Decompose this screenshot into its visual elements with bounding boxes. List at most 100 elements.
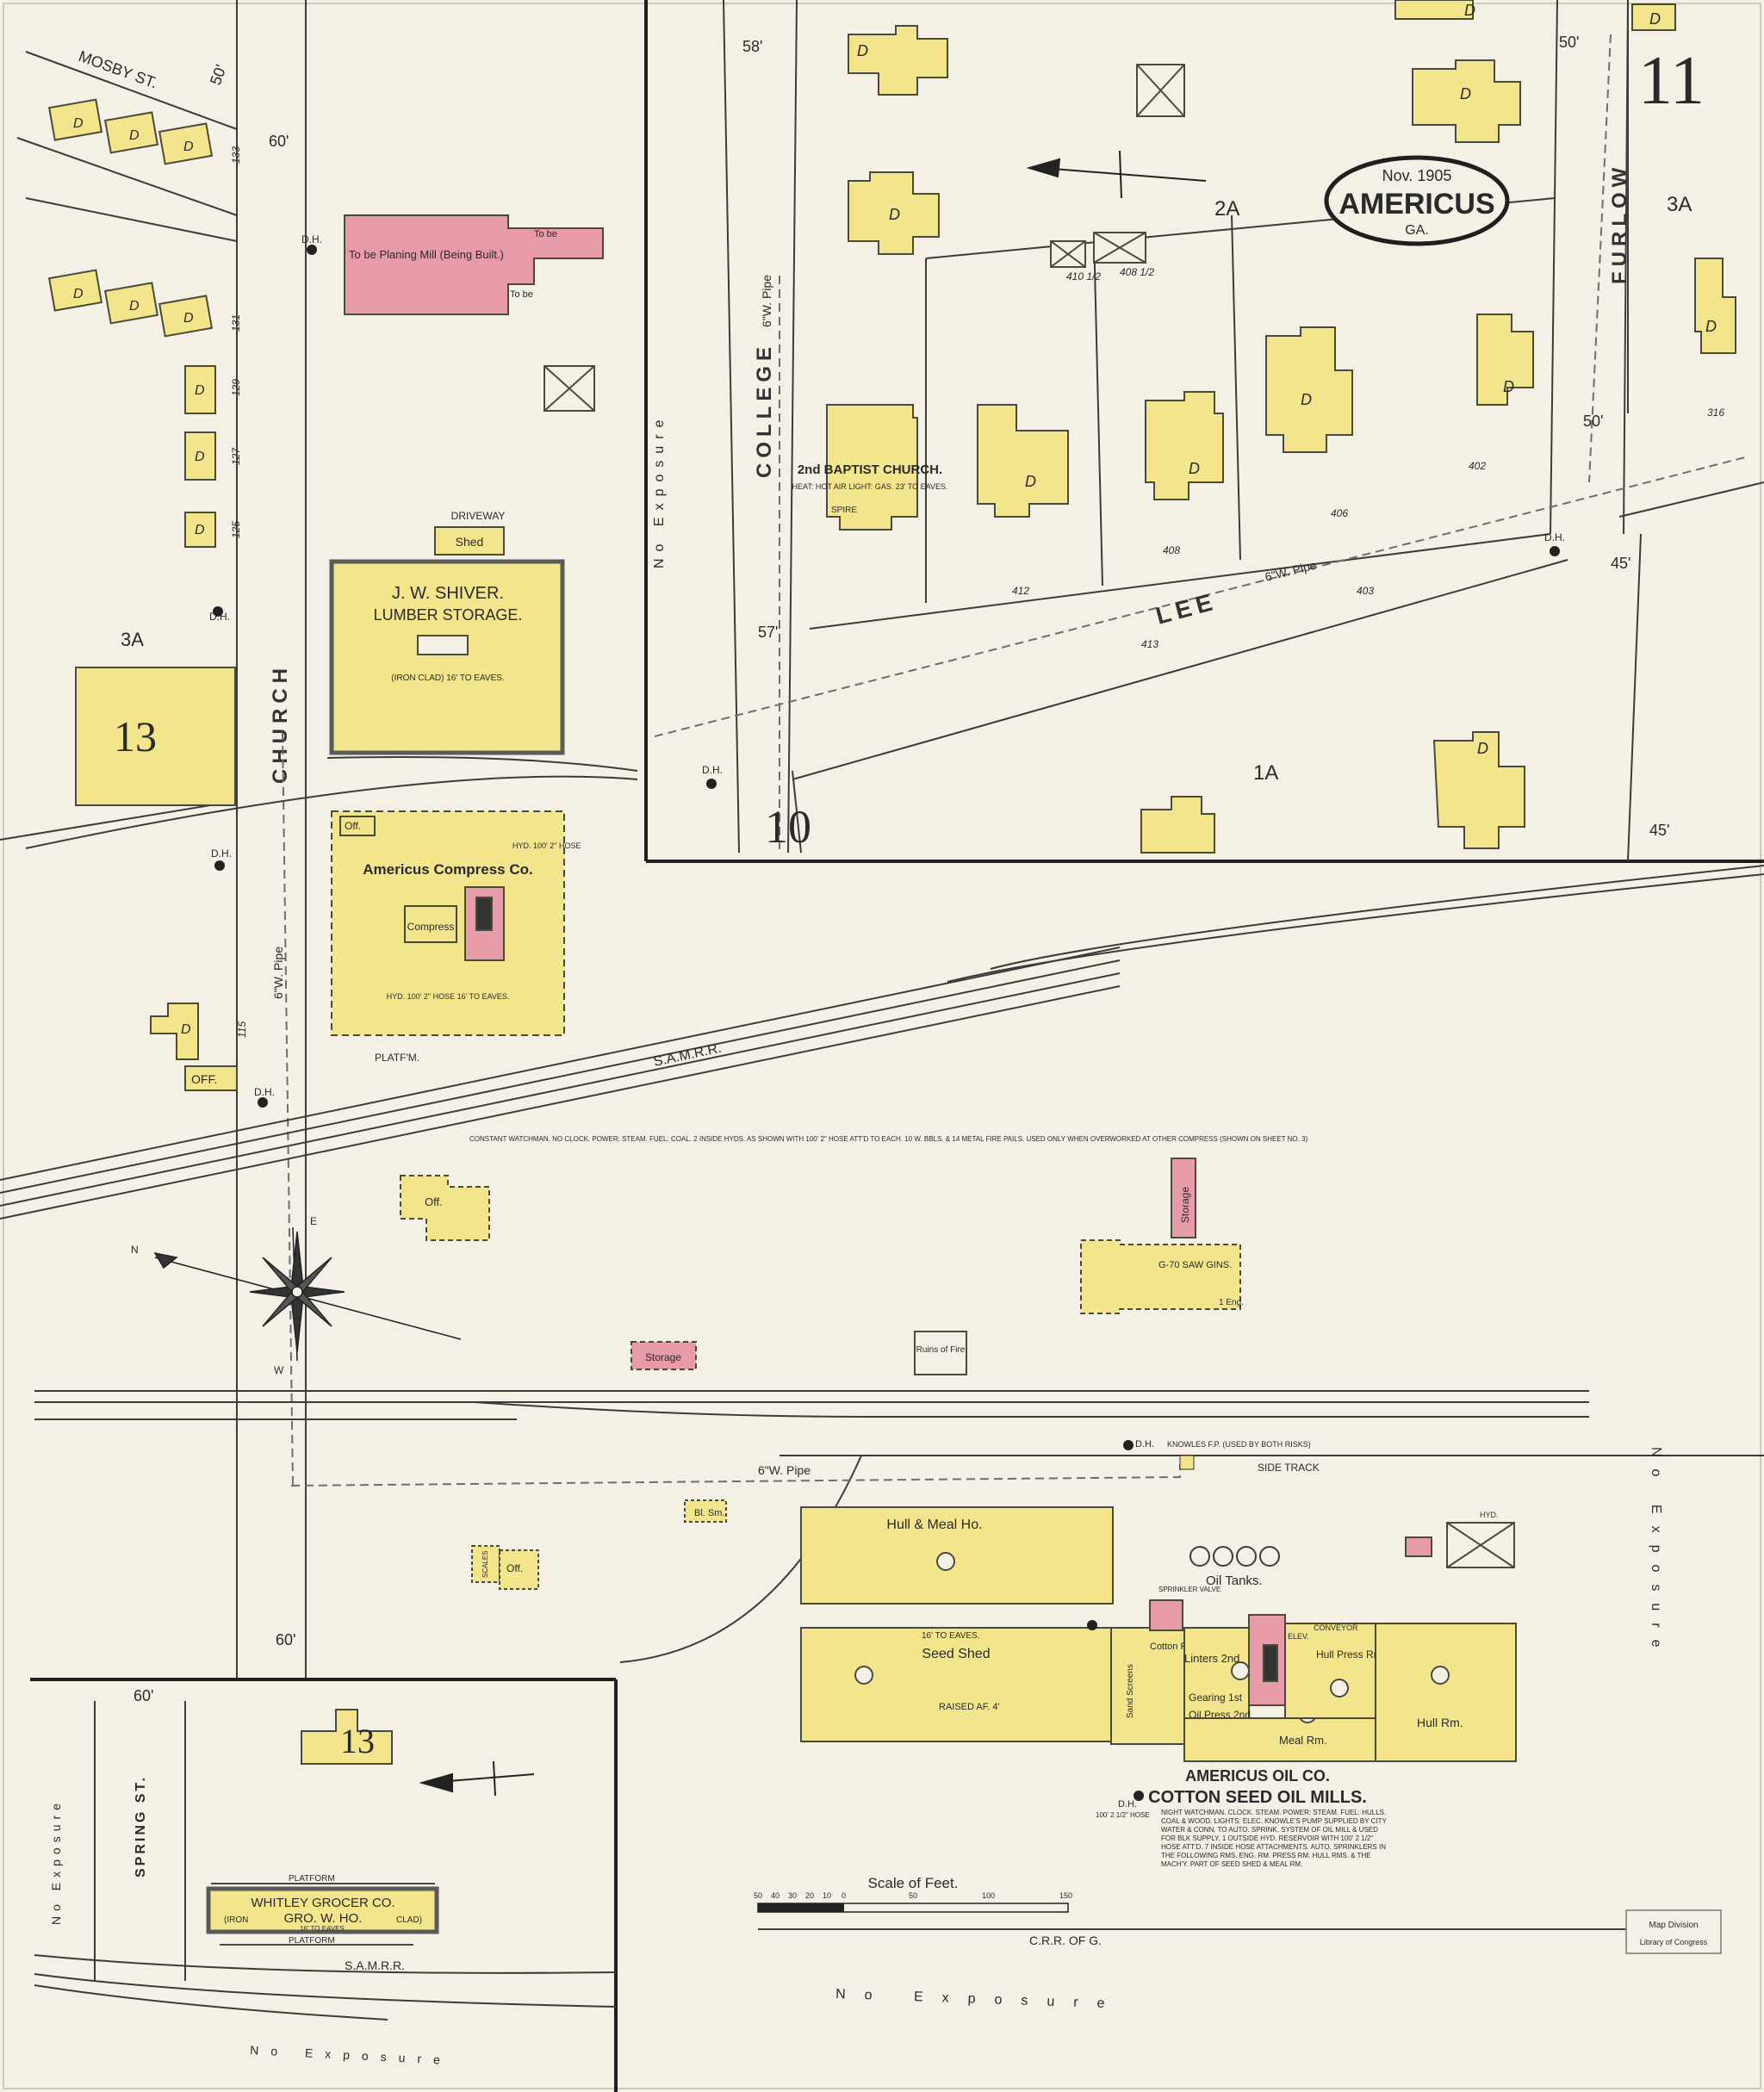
svg-text:406: 406 — [1331, 507, 1348, 519]
gin-house: Storage G-70 SAW GINS. 1 Eng. — [1080, 1158, 1244, 1314]
d-1a: D — [1477, 740, 1488, 757]
lee-width-e: 45' — [1611, 555, 1630, 572]
svg-text:100: 100 — [982, 1891, 995, 1900]
furlow-water-pipe — [1588, 34, 1612, 483]
americus-compress: Off. Americus Compress Co. Compress HYD.… — [331, 810, 581, 1064]
svg-text:D.H.: D.H. — [1135, 1439, 1154, 1450]
compass-e: E — [310, 1215, 317, 1227]
compass-n: N — [131, 1244, 139, 1256]
title-cartouche: Nov. 1905 AMERICUS GA. — [1324, 155, 1510, 246]
svg-text:D.H.: D.H. — [211, 847, 232, 860]
lumber-storage: Shed DRIVEWAY J. W. SHIVER. LUMBER STORA… — [329, 510, 565, 755]
off-n: Off. — [506, 1562, 523, 1574]
storage-d: Storage — [1179, 1187, 1191, 1223]
compress-inner: Compress — [407, 921, 455, 933]
compress-note: CONSTANT WATCHMAN. NO CLOCK. POWER: STEA… — [469, 1135, 1308, 1143]
oil-mill-note: NIGHT WATCHMAN. CLOCK. STEAM. POWER: STE… — [1161, 1809, 1387, 1868]
furlow-width-n: 50' — [1559, 34, 1579, 51]
whitley-eaves: 16' TO EAVES. — [300, 1925, 346, 1933]
svg-text:HYD.: HYD. — [1480, 1511, 1499, 1519]
title-date: Nov. 1905 — [1382, 167, 1452, 184]
d-ne: D — [1460, 85, 1471, 102]
furlow-width-s: 50' — [1583, 413, 1603, 430]
off-c: Off. — [425, 1195, 443, 1208]
ref-2a: 2A — [1214, 197, 1239, 220]
svg-text:408 1/2: 408 1/2 — [1120, 266, 1154, 278]
ruins: Ruins of Fire — [916, 1345, 966, 1355]
college-pipe-label: 6"W. Pipe — [760, 275, 773, 327]
dwelling-115 — [150, 1003, 199, 1060]
dwelling-316 — [1694, 258, 1736, 354]
svg-text:D.H.: D.H. — [1544, 531, 1565, 543]
ref-13-left: 13 — [114, 712, 157, 760]
side-track-label: SIDE TRACK — [1258, 1462, 1320, 1474]
spring-width: 60' — [134, 1687, 153, 1704]
svg-text:10: 10 — [823, 1891, 831, 1900]
spring-street — [94, 1701, 186, 1981]
svg-text:20: 20 — [805, 1891, 814, 1900]
oil-tanks-label: Oil Tanks. — [1206, 1574, 1263, 1588]
dwelling-1a — [1432, 731, 1525, 849]
left-addresses: 133 131 129 127 125 115 — [230, 146, 248, 1038]
hull-meal-label: Hull & Meal Ho. — [886, 1518, 982, 1532]
college-street — [723, 0, 798, 854]
compress-hyd1: HYD. 100' 2" HOSE — [512, 841, 581, 850]
church-spire: SPIRE — [831, 506, 857, 515]
church-street — [236, 0, 307, 1679]
svg-text:40: 40 — [771, 1891, 780, 1900]
lee-street — [792, 533, 1568, 780]
gearing-label: Gearing 1st — [1189, 1692, 1243, 1704]
svg-text:402: 402 — [1469, 460, 1486, 472]
bl-sm: Bl. Sm. — [694, 1508, 724, 1518]
svg-text:150: 150 — [1059, 1891, 1072, 1900]
svg-text:D: D — [129, 299, 140, 313]
sheet-border — [3, 3, 1761, 2089]
samrr-inset-label: S.A.M.R.R. — [345, 1959, 405, 1972]
lumber-sub: LUMBER STORAGE. — [374, 606, 523, 624]
lee-width-se: 45' — [1649, 822, 1669, 839]
inset-building-13 — [301, 1709, 393, 1765]
college-width-n: 58' — [742, 38, 762, 55]
svg-text:410 1/2: 410 1/2 — [1066, 270, 1101, 282]
svg-text:412: 412 — [1012, 585, 1029, 597]
middle-small-buildings: Off. Storage Ruins of Fire Off. SCALES B… — [400, 1175, 967, 1590]
ref-10: 10 — [765, 801, 811, 853]
svg-text:D.H.: D.H. — [1118, 1799, 1137, 1810]
title-city: AMERICUS — [1339, 188, 1494, 220]
whitley-clad: CLAD) — [396, 1915, 422, 1925]
upper-inset-buildings — [826, 0, 1736, 854]
compass-rose — [153, 1226, 462, 1362]
middle-pipe-label: 6"W. Pipe — [758, 1463, 811, 1477]
upper-dh-markers: D.H. D.H. — [702, 531, 1565, 789]
ref-3a-right: 3A — [1667, 193, 1692, 216]
hydrant-marks: D.H. D.H. 100' 2 1/2" HOSE — [1087, 1439, 1195, 1819]
college-width-s: 57' — [758, 624, 778, 641]
left-office — [184, 1065, 238, 1091]
seed-shed-label: Seed Shed — [922, 1647, 990, 1661]
planing-mill: To be Planing Mill (Being Built.) To be … — [344, 214, 604, 412]
whitley-title: WHITLEY GROCER CO. — [251, 1896, 394, 1910]
right-small-buildings: HYD. — [1405, 1511, 1515, 1568]
svg-text:408: 408 — [1163, 544, 1180, 556]
d-412: D — [1025, 473, 1036, 490]
oil-mill-sub: COTTON SEED OIL MILLS. — [1148, 1788, 1367, 1807]
svg-text:D.H.: D.H. — [702, 764, 723, 776]
svg-text:413: 413 — [1141, 638, 1158, 650]
lumber-title: J. W. SHIVER. — [392, 584, 504, 603]
upper-addresses: 412 408 406 402 403 413 410 1/2 408 1/2 … — [1012, 266, 1724, 650]
dwelling-402 — [1476, 313, 1534, 406]
svg-text:D: D — [129, 128, 140, 143]
exposure-college: No Exposure — [652, 413, 667, 569]
whitley-grocer: PLATFORM WHITLEY GROCER CO. (IRON GRO. W… — [206, 1874, 439, 1946]
church-name: 2nd BAPTIST CHURCH. — [798, 462, 942, 477]
exposure-inset-left: No Exposure — [49, 1798, 63, 1925]
svg-text:30: 30 — [788, 1891, 797, 1900]
oil-mill: Hull & Meal Ho. Seed Shed 16' TO EAVES. … — [800, 1506, 1517, 1762]
meal-rm-label: Meal Rm. — [1279, 1734, 1327, 1747]
scales: SCALES — [481, 1550, 489, 1578]
mosby-street — [16, 51, 238, 216]
left-block-line — [25, 197, 238, 242]
gin-label: G-70 SAW GINS. — [1158, 1260, 1232, 1270]
svg-text:115: 115 — [236, 1021, 248, 1038]
